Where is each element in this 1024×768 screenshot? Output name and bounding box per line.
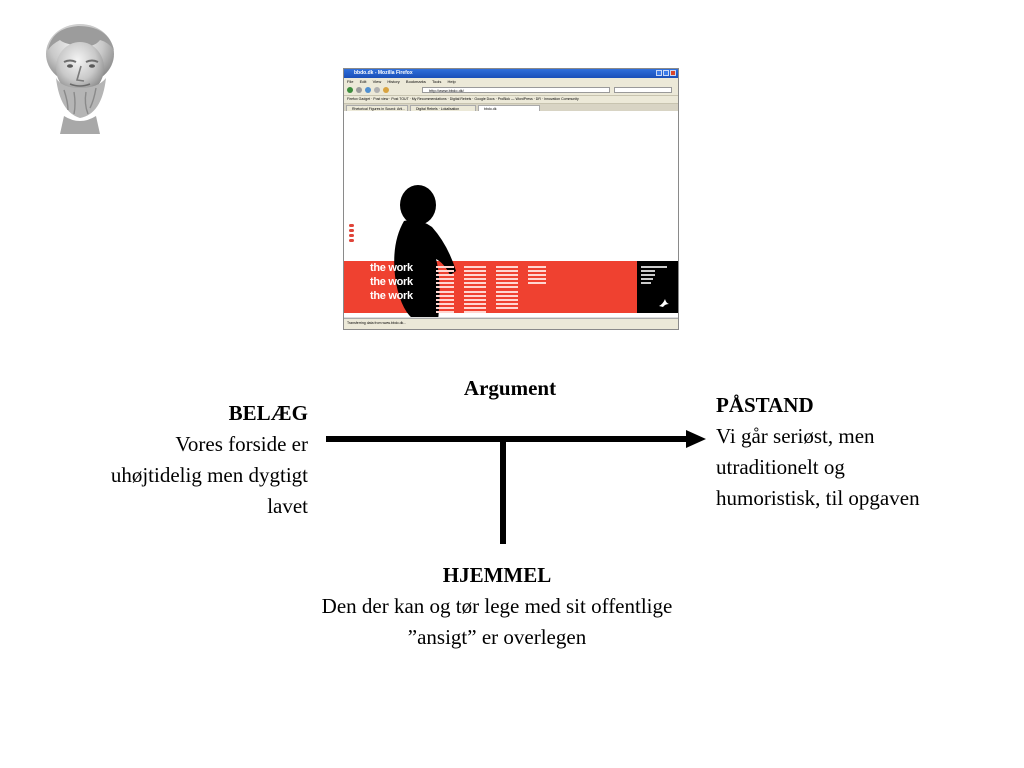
- pastand-line: Vi går seriøst, men: [716, 424, 875, 448]
- pastand-block: PÅSTAND Vi går seriøst, men utraditionel…: [716, 390, 1016, 514]
- menu-item: History: [387, 79, 400, 84]
- close-icon: [670, 70, 676, 76]
- arrow-head-icon: [686, 430, 706, 448]
- belaeg-line: Vores forside er: [175, 432, 308, 456]
- maximize-icon: [663, 70, 669, 76]
- pastand-line: utraditionelt og: [716, 455, 845, 479]
- minimize-icon: [656, 70, 662, 76]
- headline-line: the work: [370, 276, 413, 288]
- headline-line: the work: [370, 262, 413, 274]
- forward-icon: [356, 87, 362, 93]
- website-content: the work the work the work: [344, 111, 678, 321]
- search-box: [614, 87, 672, 93]
- aristotle-bust-image: [34, 20, 126, 136]
- red-dot-column: [349, 224, 354, 244]
- menu-item: Edit: [359, 79, 367, 84]
- browser-tab: Rhetorical Figures in Sound: Arti...: [346, 105, 408, 112]
- person-silhouette: [394, 185, 456, 321]
- belaeg-block: BELÆG Vores forside er uhøjtidelig men d…: [40, 398, 308, 522]
- link-column: [496, 266, 518, 311]
- browser-tab-active: bbdo.dk: [478, 105, 540, 112]
- argument-title: Argument: [463, 376, 557, 400]
- black-panel: [637, 261, 678, 313]
- address-bar: http://www.bbdo.dk/: [422, 87, 610, 93]
- home-icon: [383, 87, 389, 93]
- link-column: [528, 266, 546, 286]
- browser-statusbar: Transferring data from www.bbdo.dk...: [344, 318, 678, 329]
- red-band: [344, 261, 637, 313]
- browser-titlebar: bbdo.dk - Mozilla Firefox: [344, 69, 678, 78]
- belaeg-heading: BELÆG: [228, 401, 308, 425]
- pastand-heading: PÅSTAND: [716, 393, 814, 417]
- link-column: [436, 266, 454, 315]
- belaeg-line: uhøjtidelig men dygtigt: [110, 463, 308, 487]
- hjemmel-block: HJEMMEL Den der kan og tør lege med sit …: [272, 560, 722, 653]
- hjemmel-heading: HJEMMEL: [442, 563, 552, 587]
- stop-icon: [374, 87, 380, 93]
- argument-diagram: [326, 430, 706, 544]
- browser-navbar: http://www.bbdo.dk/: [344, 85, 678, 96]
- link-column: [464, 266, 486, 315]
- back-icon: [347, 87, 353, 93]
- pastand-line: humoristisk, til opgaven: [716, 486, 920, 510]
- hjemmel-line: Den der kan og tør lege med sit offentli…: [321, 594, 673, 618]
- hjemmel-line: ”ansigt” er overlegen: [407, 625, 587, 649]
- menu-item: File: [347, 79, 354, 84]
- belaeg-line: lavet: [267, 494, 308, 518]
- bird-icon: [659, 299, 669, 307]
- menu-item: Help: [447, 79, 456, 84]
- headline-line: the work: [370, 290, 413, 302]
- menu-item: Bookmarks: [405, 79, 426, 84]
- bookmarks-toolbar: Firefox Gadget · Post view · Post TOUT ·…: [344, 96, 678, 104]
- menu-item: View: [372, 79, 382, 84]
- reload-icon: [365, 87, 371, 93]
- website-screenshot: bbdo.dk - Mozilla Firefox File Edit View…: [343, 68, 679, 330]
- browser-tab: Digital Rebels · Lokalisation: [410, 105, 476, 112]
- menu-item: Tools: [431, 79, 442, 84]
- browser-window-title: bbdo.dk - Mozilla Firefox: [354, 70, 413, 76]
- browser-menubar: File Edit View History Bookmarks Tools H…: [344, 78, 678, 85]
